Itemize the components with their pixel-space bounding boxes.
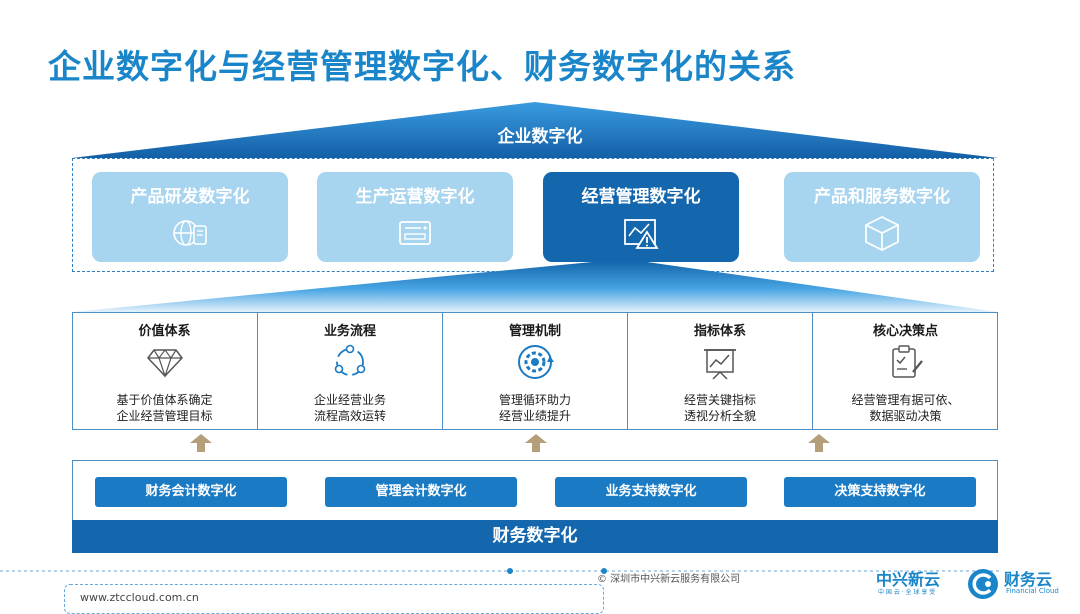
element-title: 指标体系 (693, 324, 746, 339)
brand-zhongxing-slogan: 中 国 云 · 全 球 享 受 (878, 589, 936, 596)
card-label: 经营管理数字化 (581, 187, 701, 207)
card-product-rd[interactable]: 产品研发数字化 (92, 172, 288, 262)
card-business-management[interactable]: 经营管理数字化 (543, 172, 739, 262)
up-arrow-icon (190, 434, 212, 452)
element-description: 经营管理有据可依、数据驱动决策 (851, 393, 960, 423)
element-management-mechanism: 管理机制 管理循环助力经营业绩提升 (442, 312, 627, 430)
up-arrow-icon (808, 434, 830, 452)
element-title: 核心决策点 (872, 324, 938, 339)
pill-decision-support[interactable]: 决策支持数字化 (784, 477, 976, 507)
clipboard-check-icon (891, 345, 923, 378)
card-label: 产品研发数字化 (130, 187, 250, 207)
brand-finance-cloud: 财务云 (1004, 570, 1053, 589)
alert-chart-icon (624, 219, 659, 249)
brand-finance-cloud-en: Financial Cloud (1006, 587, 1059, 595)
brand-zhongxing-xinyun: 中兴新云 (876, 570, 941, 589)
element-title: 价值体系 (138, 324, 191, 339)
element-indicator-system: 指标体系 经营关键指标透视分析全貌 (627, 312, 812, 430)
pill-financial-accounting[interactable]: 财务会计数字化 (95, 477, 287, 507)
element-description: 经营关键指标透视分析全貌 (683, 393, 756, 423)
card-production-ops[interactable]: 生产运营数字化 (317, 172, 513, 262)
finance-digitalization-label: 财务数字化 (72, 520, 998, 553)
diamond-icon (146, 349, 183, 378)
finance-cloud-logo-icon (968, 569, 998, 599)
copyright-text: © 深圳市中兴新云服务有限公司 (597, 574, 741, 585)
element-business-process: 业务流程 企业经营业务流程高效运转 (257, 312, 442, 430)
pill-business-support[interactable]: 业务支持数字化 (555, 477, 747, 507)
website-link[interactable]: www.ztccloud.com.cn (80, 591, 199, 604)
card-label: 生产运营数字化 (355, 187, 475, 207)
cycle-icon (334, 344, 366, 376)
page-title: 企业数字化与经营管理数字化、财务数字化的关系 (48, 47, 796, 86)
management-elements-frame (72, 312, 998, 430)
element-title: 业务流程 (323, 324, 376, 339)
globe-device-icon (173, 220, 207, 246)
enterprise-digitalization-label: 企业数字化 (497, 127, 583, 147)
element-description: 企业经营业务流程高效运转 (313, 393, 386, 423)
element-core-decision: 核心决策点 经营管理有据可依、数据驱动决策 (812, 312, 998, 430)
element-description: 管理循环助力经营业绩提升 (498, 393, 571, 423)
control-panel-icon (399, 221, 431, 245)
element-value-system: 价值体系 基于价值体系确定企业经营管理目标 (72, 312, 257, 430)
pill-management-accounting[interactable]: 管理会计数字化 (325, 477, 517, 507)
roof-shape (72, 102, 998, 158)
card-label: 产品和服务数字化 (814, 187, 950, 207)
gear-cycle-icon (518, 345, 554, 379)
cube-icon (865, 215, 899, 252)
element-description: 基于价值体系确定企业经营管理目标 (116, 393, 213, 423)
card-product-service[interactable]: 产品和服务数字化 (784, 172, 980, 262)
element-title: 管理机制 (508, 324, 561, 339)
up-arrow-icon (525, 434, 547, 452)
fan-connector (72, 262, 998, 312)
presentation-chart-icon (704, 349, 736, 380)
footer-divider (0, 568, 1000, 574)
